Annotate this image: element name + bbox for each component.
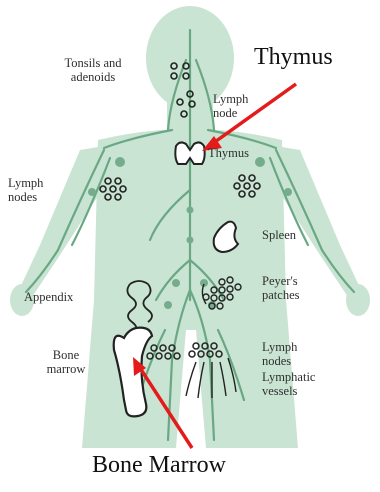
label-lymph-nodes-lower: Lymph nodes <box>262 340 297 368</box>
label-peyers-patches: Peyer's patches <box>262 274 299 302</box>
callout-bone-marrow: Bone Marrow <box>92 452 226 479</box>
label-appendix: Appendix <box>24 290 73 304</box>
label-lymphatic-vessels: Lymphatic vessels <box>262 370 315 398</box>
label-thymus: Thymus <box>208 146 249 160</box>
label-bone-marrow-small: Bone marrow <box>36 348 96 376</box>
label-lymph-nodes-left: Lymph nodes <box>8 176 43 204</box>
left-arm <box>18 146 104 300</box>
label-lymph-node-upper: Lymph node <box>213 92 248 120</box>
label-tonsils: Tonsils and adenoids <box>50 56 136 84</box>
callout-thymus: Thymus <box>254 44 333 71</box>
label-spleen: Spleen <box>262 228 296 242</box>
